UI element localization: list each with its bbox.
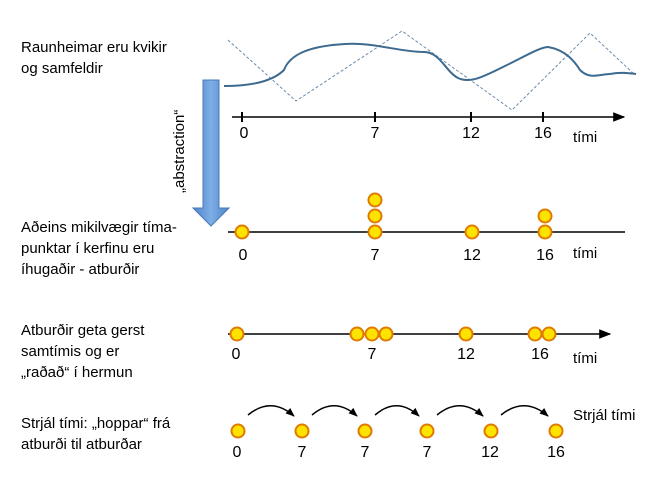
- tick-label-12: 12: [457, 346, 475, 363]
- unit-label: tími: [573, 245, 597, 262]
- row3-text: Atburðir geta gerst samtímis og er „raða…: [21, 322, 145, 381]
- unit-label: tími: [573, 129, 597, 146]
- event-dot: [294, 423, 310, 439]
- jump-arrow: [374, 405, 420, 417]
- continuous-curve: [223, 42, 637, 87]
- event-dot: [537, 224, 553, 240]
- event-dot: [419, 423, 435, 439]
- jump-label: 7: [298, 444, 307, 461]
- tick-label-0: 0: [239, 247, 248, 264]
- row3-timeline: 0 7 12 16 tími: [228, 326, 612, 367]
- event-dot: [364, 326, 380, 342]
- event-dot: [234, 224, 250, 240]
- tick-label-12: 12: [462, 125, 480, 142]
- jump-label: 7: [423, 444, 432, 461]
- row2-text: Aðeins mikilvægir tíma- punktar í kerfin…: [21, 219, 177, 278]
- jump-label: 7: [361, 444, 370, 461]
- row4-text: Strjál tími: „hoppar“ frá atburði til at…: [21, 415, 171, 453]
- event-dot: [367, 208, 383, 224]
- row1-timeline: 0 7 12 16 tími: [223, 30, 637, 146]
- jump-arrow: [436, 405, 484, 417]
- event-dot: [537, 208, 553, 224]
- discrete-time-label: Strjál tími: [573, 407, 636, 424]
- event-dot: [378, 326, 394, 342]
- abstraction-arrow: [191, 79, 231, 227]
- event-dot: [229, 326, 245, 342]
- event-dot: [458, 326, 474, 342]
- tick-label-7: 7: [368, 346, 377, 363]
- event-dot: [349, 326, 365, 342]
- jump-arrow: [311, 405, 358, 417]
- unit-label: tími: [573, 350, 597, 367]
- jump-label: 0: [233, 444, 242, 461]
- tick-label-16: 16: [536, 247, 554, 264]
- event-dot: [357, 423, 373, 439]
- event-dot: [230, 423, 246, 439]
- tick-label-16: 16: [534, 125, 552, 142]
- row4-timeline: 0 7 7 7 12 16 Strjál tími: [230, 405, 636, 461]
- dashed-zigzag: [227, 30, 635, 111]
- event-dot: [541, 326, 557, 342]
- event-dot: [367, 192, 383, 208]
- tick-label-0: 0: [240, 125, 249, 142]
- tick-label-7: 7: [371, 125, 380, 142]
- event-dot: [367, 224, 383, 240]
- event-dot: [527, 326, 543, 342]
- event-dot: [548, 423, 564, 439]
- abstraction-label: „abstraction“: [171, 110, 188, 193]
- jump-label: 12: [481, 444, 499, 461]
- jump-label: 16: [547, 444, 565, 461]
- row2-timeline: 0 7 12 16 tími: [228, 192, 625, 264]
- jump-arrow: [500, 405, 549, 417]
- row1-text: Raunheimar eru kvikir og samfeldir: [21, 39, 167, 77]
- jump-arrow: [247, 405, 295, 417]
- tick-label-12: 12: [463, 247, 481, 264]
- tick-label-0: 0: [232, 346, 241, 363]
- tick-label-16: 16: [531, 346, 549, 363]
- tick-label-7: 7: [371, 247, 380, 264]
- event-dot: [483, 423, 499, 439]
- event-dot: [464, 224, 480, 240]
